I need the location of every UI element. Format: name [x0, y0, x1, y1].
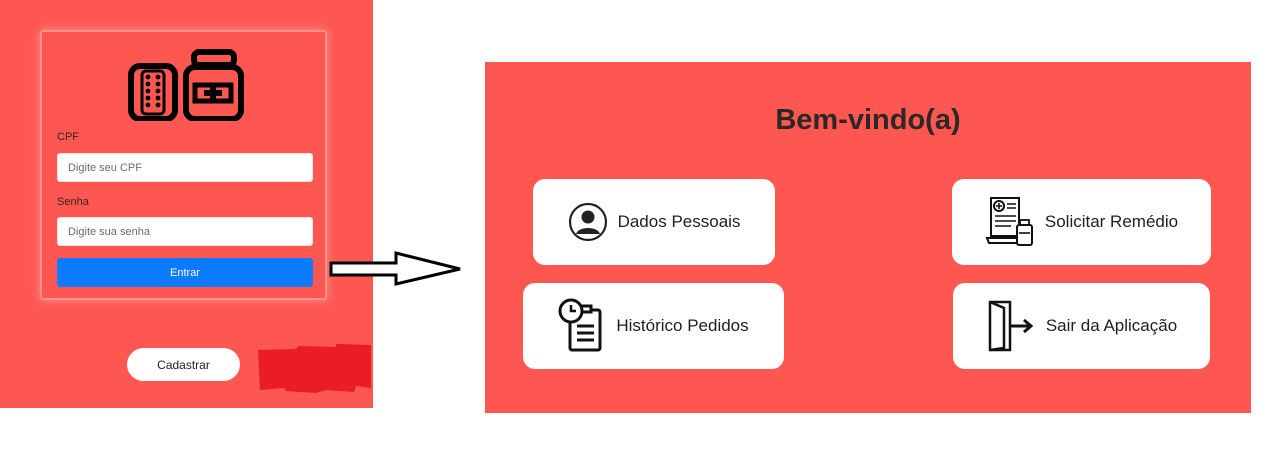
clock-clipboard-icon [558, 298, 602, 352]
login-card: CPF Digite seu CPF Senha Digite sua senh… [40, 30, 327, 300]
home-screen: Bem-vindo(a) Dados Pessoais Solici [485, 62, 1251, 413]
user-avatar-icon [568, 202, 607, 242]
cpf-label: CPF [57, 131, 79, 143]
cadastrar-button[interactable]: Cadastrar [127, 348, 240, 381]
prescription-medicine-icon [985, 197, 1033, 246]
historico-pedidos-button[interactable]: Histórico Pedidos [523, 283, 784, 369]
dados-pessoais-button[interactable]: Dados Pessoais [533, 179, 775, 265]
senha-input[interactable]: Digite sua senha [57, 217, 313, 246]
pharmacy-logo-icon [128, 49, 244, 122]
login-screen: CPF Digite seu CPF Senha Digite sua senh… [0, 0, 373, 408]
solicitar-remedio-button[interactable]: Solicitar Remédio [952, 179, 1211, 265]
welcome-title: Bem-vindo(a) [775, 104, 961, 136]
dados-pessoais-label: Dados Pessoais [617, 212, 741, 231]
cpf-placeholder: Digite seu CPF [68, 161, 142, 174]
scribble-redaction [258, 344, 371, 393]
exit-door-icon [988, 300, 1034, 352]
senha-label: Senha [57, 196, 89, 208]
entrar-button[interactable]: Entrar [57, 258, 313, 287]
senha-placeholder: Digite sua senha [68, 225, 150, 238]
historico-pedidos-label: Histórico Pedidos [616, 316, 749, 335]
cpf-input[interactable]: Digite seu CPF [57, 153, 313, 182]
flow-arrow-icon [329, 251, 461, 286]
sair-aplicacao-button[interactable]: Sair da Aplicação [953, 283, 1210, 369]
sair-aplicacao-label: Sair da Aplicação [1045, 316, 1178, 335]
solicitar-remedio-label: Solicitar Remédio [1044, 212, 1179, 231]
